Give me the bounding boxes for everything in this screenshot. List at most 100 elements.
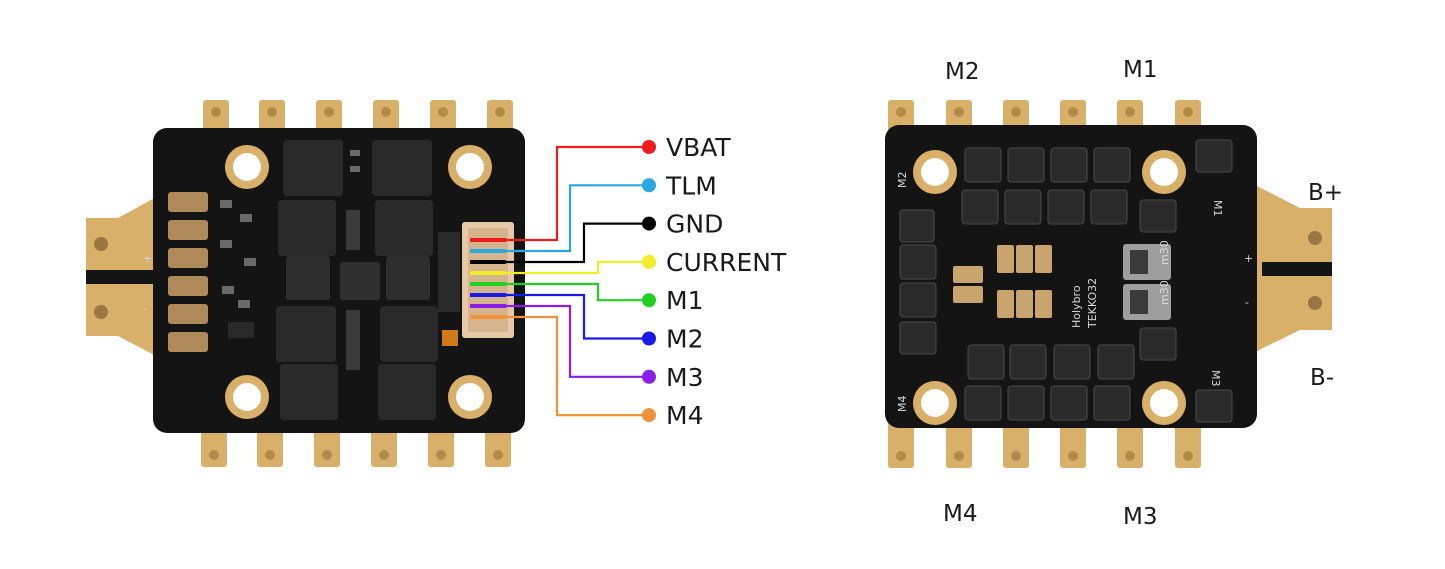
back-power-hole <box>1308 296 1322 310</box>
back-board-labels: M2 M1 M4 M3 B+ B- <box>943 57 1343 530</box>
wire-m3 <box>472 304 648 378</box>
motor-pad <box>314 425 340 467</box>
wiring-leads <box>472 140 656 423</box>
wire-label-m4: M4 <box>666 401 703 430</box>
label-top-m2: M2 <box>945 59 979 85</box>
motor-pad-hole <box>1125 107 1135 117</box>
motor-pad <box>946 420 972 468</box>
motor-pad <box>1060 420 1086 468</box>
back-current-shunts: m30 m30 <box>1123 240 1171 320</box>
motor-pad <box>1003 420 1029 468</box>
back-mosfets <box>899 139 1233 423</box>
shunt-label: m30 <box>1158 280 1171 305</box>
back-silk-m4: M4 <box>896 396 909 413</box>
motor-pad-hole <box>438 107 448 117</box>
motor-pad-hole <box>1183 107 1193 117</box>
motor-pad-hole <box>267 107 277 117</box>
motor-pad-hole <box>265 450 275 460</box>
motor-pad-hole <box>493 450 503 460</box>
motor-pad-hole <box>379 450 389 460</box>
back-power-tab-gap <box>1262 262 1332 276</box>
back-silk-model: TEKKO32 <box>1086 278 1099 329</box>
front-small-components <box>220 150 460 370</box>
wire-label-m3: M3 <box>666 363 703 392</box>
motor-pad <box>201 425 227 467</box>
motor-pad <box>371 425 397 467</box>
motor-pad-hole <box>495 107 505 117</box>
wire-current <box>472 260 648 275</box>
motor-pad-hole <box>896 107 906 117</box>
esc-board-back: m30 m30 TEKKO32 Holybro M2 M1 M3 M4 + - <box>885 100 1332 468</box>
back-power-hole <box>1308 231 1322 245</box>
front-bottom-pads <box>201 425 511 467</box>
wire-label-m2: M2 <box>666 325 703 354</box>
front-silk-plus: + <box>143 252 152 265</box>
back-silk-plus: + <box>1244 252 1253 265</box>
motor-pad <box>257 425 283 467</box>
wire-label-m1: M1 <box>666 286 703 315</box>
esc-board-front: + - <box>86 100 525 467</box>
wire-end-dot <box>642 408 656 423</box>
back-mount-holes <box>913 150 1186 425</box>
back-bottom-pads <box>888 420 1201 468</box>
shunt-label: m30 <box>1158 240 1171 265</box>
wire-end-dot <box>642 369 656 384</box>
label-top-m1: M1 <box>1123 57 1157 83</box>
label-bottom-m4: M4 <box>943 501 977 527</box>
back-silk-m3: M3 <box>1209 370 1222 387</box>
motor-pad-hole <box>381 107 391 117</box>
wire-label-current: CURRENT <box>666 248 787 277</box>
wire-vbat <box>472 145 648 242</box>
wire-m4 <box>472 315 648 417</box>
front-power-hole <box>94 237 108 251</box>
wire-label-vbat: VBAT <box>666 133 731 162</box>
motor-pad-hole <box>1068 451 1078 461</box>
wire-end-dot <box>642 178 656 193</box>
motor-pad-hole <box>1011 107 1021 117</box>
motor-pad-hole <box>324 107 334 117</box>
back-silk-minus: - <box>1245 296 1249 309</box>
motor-pad-hole <box>211 107 221 117</box>
wire-end-dot <box>642 331 656 346</box>
label-battery-minus: B- <box>1310 365 1334 391</box>
motor-pad-hole <box>896 451 906 461</box>
motor-pad <box>888 420 914 468</box>
wire-m2 <box>472 293 648 340</box>
wire-gnd <box>472 222 648 264</box>
front-power-hole <box>94 305 108 319</box>
wire-label-gnd: GND <box>666 210 723 239</box>
front-capacitors <box>168 192 208 352</box>
front-silk-minus: - <box>143 302 147 315</box>
motor-pad <box>1117 420 1143 468</box>
back-silk-m2: M2 <box>896 172 909 189</box>
wire-end-dot <box>642 293 656 308</box>
motor-pad-hole <box>954 451 964 461</box>
wire-end-dot <box>642 254 656 269</box>
motor-pad-hole <box>436 450 446 460</box>
motor-pad-hole <box>1125 451 1135 461</box>
front-mosfets <box>276 140 438 420</box>
back-silk-m1: M1 <box>1211 200 1224 217</box>
label-battery-plus: B+ <box>1308 180 1343 206</box>
motor-pad <box>1175 420 1201 468</box>
back-capacitors <box>953 245 1052 318</box>
motor-pad <box>485 425 511 467</box>
motor-pad-hole <box>1011 451 1021 461</box>
back-silk-brand: Holybro <box>1070 285 1083 328</box>
motor-pad-hole <box>209 450 219 460</box>
motor-pad-hole <box>954 107 964 117</box>
motor-pad <box>428 425 454 467</box>
motor-pad-hole <box>1068 107 1078 117</box>
wire-end-dot <box>642 140 656 154</box>
wire-tlm <box>472 184 648 253</box>
front-mount-holes <box>225 145 492 419</box>
motor-pad-hole <box>1183 451 1193 461</box>
wire-m1 <box>472 282 648 302</box>
label-bottom-m3: M3 <box>1123 504 1157 530</box>
wire-end-dot <box>642 216 656 231</box>
wire-label-tlm: TLM <box>665 171 717 200</box>
motor-pad-hole <box>322 450 332 460</box>
front-power-tab-gap <box>86 270 156 284</box>
